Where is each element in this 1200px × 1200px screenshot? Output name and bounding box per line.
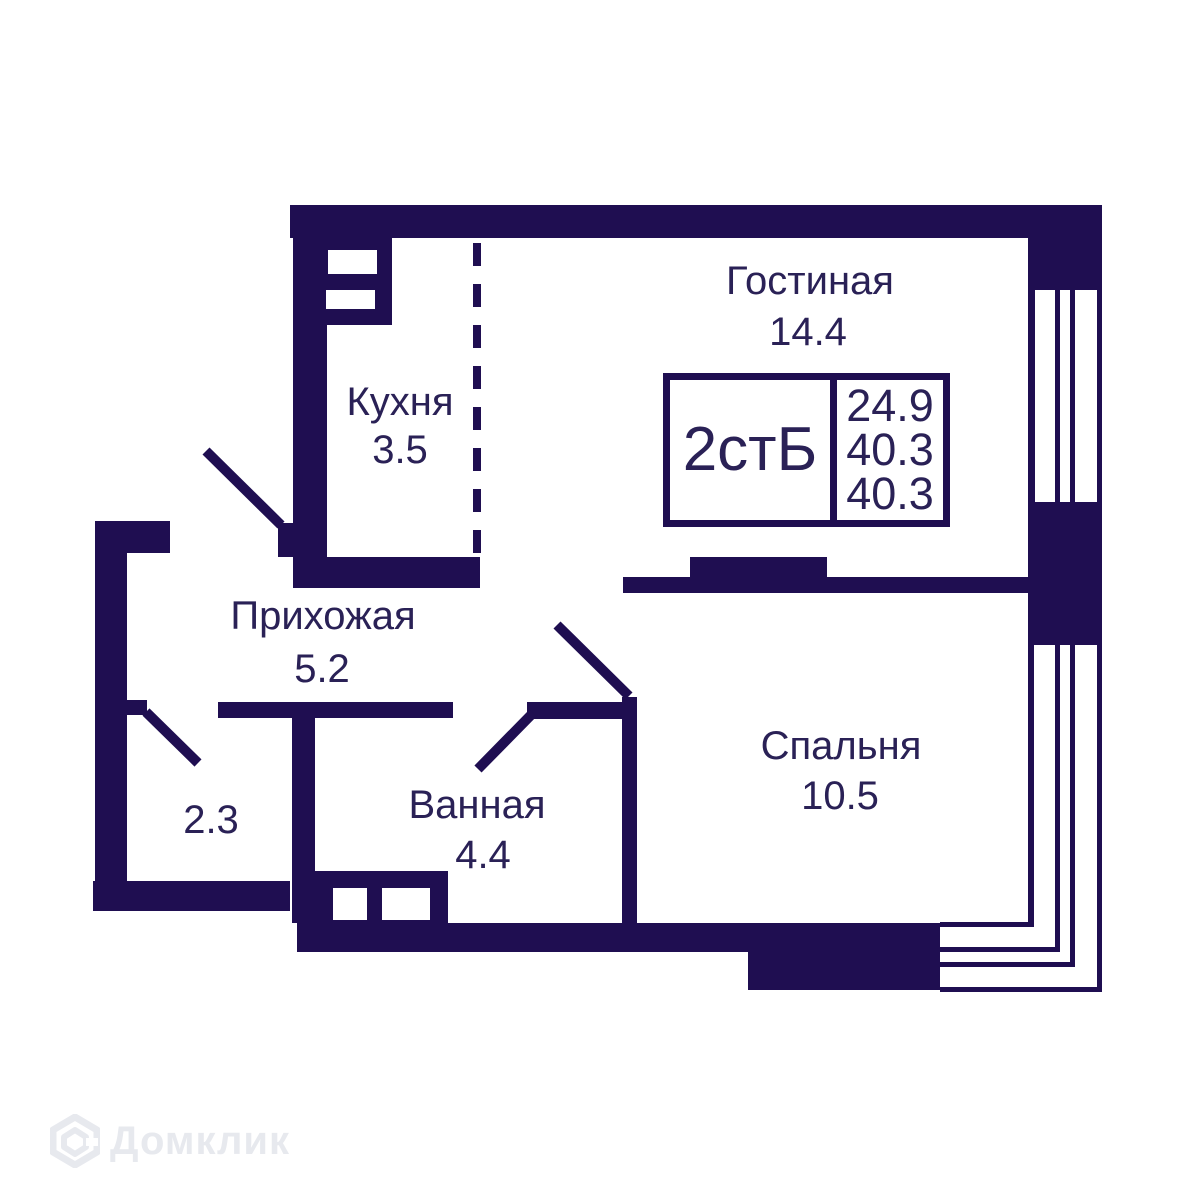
domclick-logo-icon — [50, 1114, 100, 1168]
bathroom-shaft-opening — [382, 888, 430, 920]
room-area-closet: 2.3 — [183, 798, 239, 842]
wall-pier-right — [1028, 502, 1102, 645]
livingroom-window-frame — [1028, 290, 1035, 502]
bedroom-window-mullion — [1055, 645, 1060, 952]
apartment-area-value: 40.3 — [846, 424, 934, 475]
livingroom-window-mullion — [1070, 290, 1075, 502]
bedroom-window-frame — [1097, 645, 1102, 992]
room-area-bathroom: 4.4 — [455, 833, 511, 877]
wall-bedroom-top-thick — [690, 557, 827, 593]
wall-closet-bottom — [93, 881, 290, 911]
bedroom-window-frame — [1028, 645, 1034, 927]
closet-door-leaf — [142, 708, 202, 767]
livingroom-window-frame — [1097, 290, 1102, 502]
wall-corner-top-right — [1028, 238, 1102, 290]
room-label-livingroom: Гостиная — [726, 259, 894, 303]
wall-top — [290, 205, 1102, 238]
entry-door-jamb — [278, 523, 293, 557]
apartment-areas: 24.9 40.3 40.3 — [830, 380, 943, 520]
bathroom-shaft-opening — [333, 888, 367, 920]
apartment-info-box: 2стБ 24.9 40.3 40.3 — [663, 373, 950, 527]
room-area-bedroom: 10.5 — [801, 774, 879, 818]
wall-kitchen-bottom — [293, 557, 480, 588]
balcony-outline — [940, 922, 1034, 927]
kitchen-shaft-opening — [326, 290, 375, 309]
kitchen-shaft-opening — [328, 250, 377, 274]
room-label-kitchen: Кухня — [346, 380, 454, 424]
bedroom-door-leaf — [553, 621, 633, 700]
wall-bedroom-left — [622, 697, 637, 923]
room-area-hallway: 5.2 — [294, 647, 350, 691]
balcony-outline — [940, 947, 1060, 952]
apartment-type: 2стБ — [682, 415, 818, 484]
wall-bottom-step — [748, 923, 940, 990]
wall-closet-bathroom-divider — [292, 702, 315, 923]
closet-door-jamb — [127, 700, 147, 715]
room-label-bathroom: Ванная — [408, 783, 546, 827]
room-area-livingroom: 14.4 — [769, 310, 847, 354]
livingroom-window-mullion — [1055, 290, 1060, 502]
entry-door-leaf — [202, 447, 285, 529]
room-label-bedroom: Спальня — [760, 724, 922, 768]
watermark-text: Домклик — [110, 1119, 291, 1163]
apartment-area-value: 40.3 — [846, 468, 934, 519]
room-area-kitchen: 3.5 — [372, 428, 428, 472]
wall-bottom — [297, 923, 748, 952]
room-label-hallway: Прихожая — [230, 594, 416, 638]
wall-left — [95, 521, 127, 911]
apartment-area-value: 24.9 — [846, 380, 934, 431]
bathroom-door-leaf — [474, 709, 537, 773]
balcony-outline — [940, 987, 1102, 992]
wall-bathroom-top-right — [527, 702, 637, 719]
wall-hallway-bottom — [218, 702, 453, 718]
balcony-outline — [940, 962, 1075, 967]
bedroom-window-mullion — [1070, 645, 1075, 967]
watermark: Домклик — [50, 1114, 290, 1168]
